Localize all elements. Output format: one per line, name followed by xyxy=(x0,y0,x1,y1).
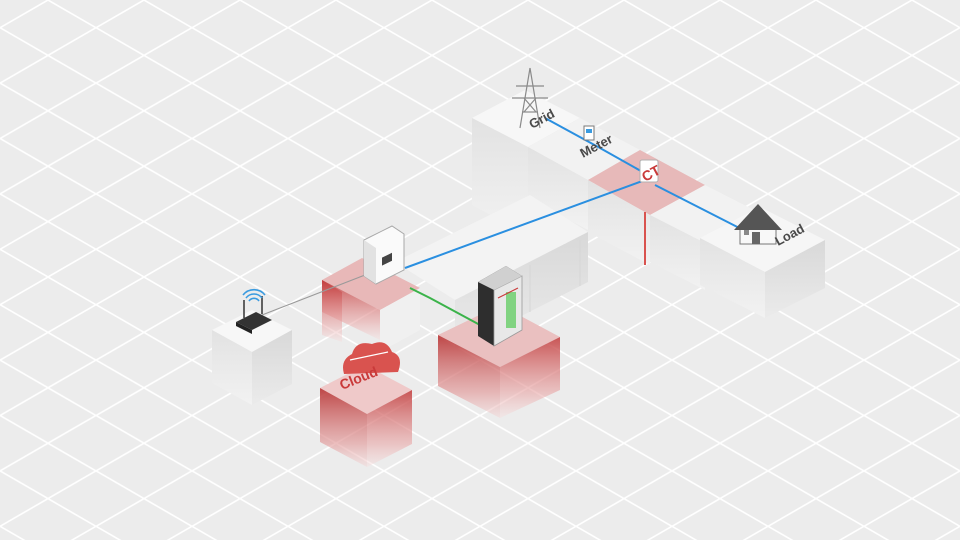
cloud-block xyxy=(320,365,412,467)
current-transformer-icon xyxy=(639,159,659,183)
wifi-router-icon xyxy=(236,296,272,334)
battery-cabinet-icon xyxy=(478,266,523,347)
ac-line-grid-meter xyxy=(544,117,601,149)
energy-meter-icon xyxy=(583,125,595,141)
power-tower-icon xyxy=(512,67,548,129)
inverter-block xyxy=(322,258,420,352)
dc-line-inverter-battery xyxy=(409,287,481,326)
ac-line-inverter-ct xyxy=(404,179,646,269)
cloud-icon xyxy=(343,342,400,374)
walkway-load xyxy=(650,185,760,290)
connections xyxy=(261,117,756,326)
hybrid-inverter-icon xyxy=(363,225,405,285)
house-icon xyxy=(734,204,782,245)
wifi-signal-icon xyxy=(242,288,266,302)
comm-line-router-inverter xyxy=(261,274,366,316)
ct-label: CT xyxy=(639,162,663,185)
walkway-meter xyxy=(528,118,640,230)
